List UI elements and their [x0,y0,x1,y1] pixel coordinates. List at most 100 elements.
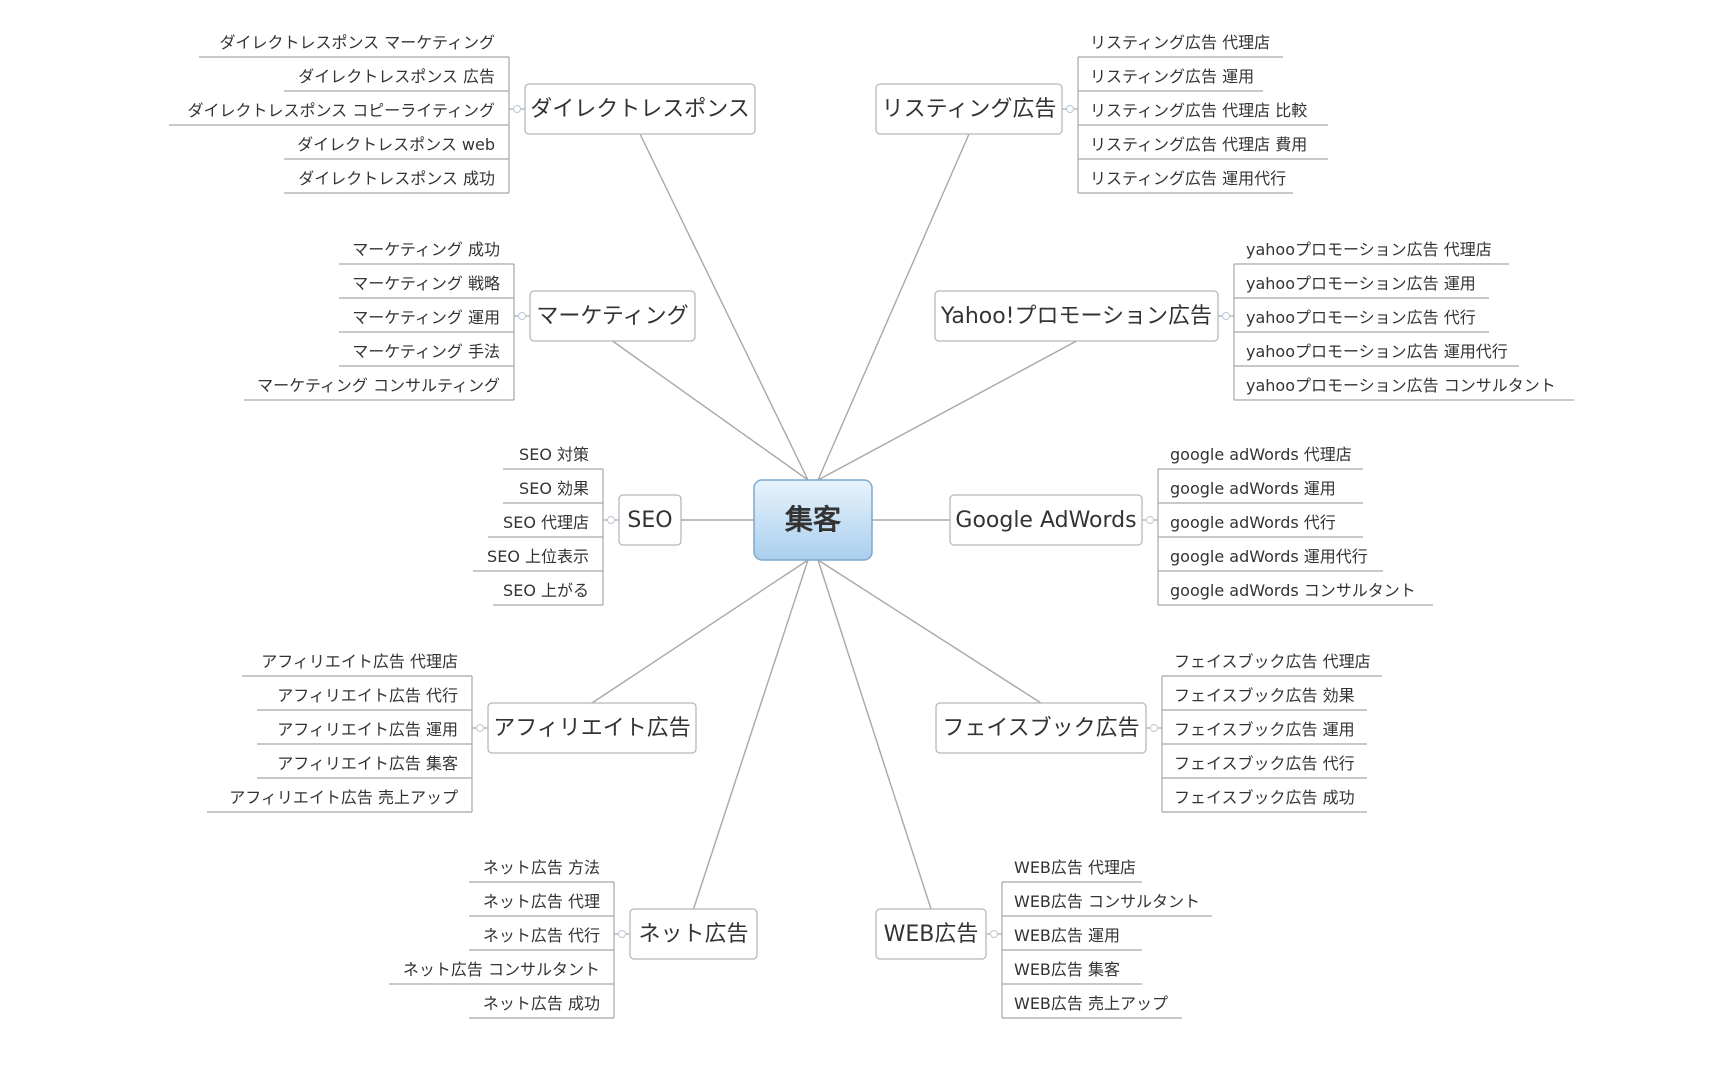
collapse-toggle-seo[interactable] [607,516,615,524]
leaf-item[interactable]: WEB広告 代理店 [1002,858,1142,883]
leaf-item[interactable]: SEO 上がる [493,581,603,606]
branch-node-facebook[interactable]: フェイスブック広告 [935,702,1147,754]
leaf-item[interactable]: ダイレクトレスポンス 成功 [284,169,509,194]
leaf-item[interactable]: yahooプロモーション広告 コンサルタント [1234,376,1574,401]
center-node-label: 集客 [784,503,842,536]
leaf-item[interactable]: フェイスブック広告 効果 [1162,686,1367,711]
leaf-label: WEB広告 代理店 [1014,858,1136,877]
leaf-item[interactable]: マーケティング 戦略 [339,274,514,299]
leaf-item[interactable]: アフィリエイト広告 運用 [257,720,472,745]
leaf-item[interactable]: ネット広告 代理 [469,892,614,917]
leaf-item[interactable]: google adWords コンサルタント [1158,581,1433,606]
collapse-toggle-net[interactable] [618,930,626,938]
leaf-label: yahooプロモーション広告 運用 [1246,274,1476,293]
branch-node-net[interactable]: ネット広告 [629,908,758,960]
leaf-item[interactable]: ダイレクトレスポンス コピーライティング [169,101,509,126]
leaf-item[interactable]: SEO 上位表示 [473,547,603,572]
leaf-item[interactable]: ダイレクトレスポンス マーケティング [199,33,509,58]
leaf-item[interactable]: ネット広告 コンサルタント [389,960,614,985]
leaf-label: ダイレクトレスポンス コピーライティング [188,101,496,120]
branch-label-affiliate: アフィリエイト広告 [493,716,691,741]
leaf-item[interactable]: yahooプロモーション広告 代行 [1234,308,1489,333]
leaf-item[interactable]: アフィリエイト広告 売上アップ [207,788,472,813]
leaf-item[interactable]: WEB広告 集客 [1002,960,1142,985]
leaf-item[interactable]: google adWords 運用代行 [1158,547,1383,572]
leaf-item[interactable]: WEB広告 コンサルタント [1002,892,1212,917]
leaf-item[interactable]: フェイスブック広告 代理店 [1162,652,1382,677]
branch-label-net: ネット広告 [638,922,748,947]
leaf-label: google adWords 代理店 [1170,445,1352,464]
leaf-item[interactable]: フェイスブック広告 成功 [1162,788,1367,813]
leaf-item[interactable]: リスティング広告 代理店 費用 [1078,135,1328,160]
collapse-toggle-affiliate[interactable] [476,724,484,732]
center-node[interactable]: 集客 [753,479,873,561]
collapse-toggle-direct[interactable] [513,105,521,113]
leaf-label: マーケティング 手法 [352,342,500,361]
collapse-toggle-facebook[interactable] [1150,724,1158,732]
leaf-label: フェイスブック広告 代行 [1174,754,1355,773]
leaf-label: SEO 代理店 [503,513,589,532]
leaf-item[interactable]: アフィリエイト広告 代行 [257,686,472,711]
leaf-item[interactable]: マーケティング 成功 [339,240,514,265]
leaf-label: yahooプロモーション広告 代理店 [1246,240,1492,259]
leaf-item[interactable]: yahooプロモーション広告 代理店 [1234,240,1509,265]
leaf-label: SEO 対策 [519,445,589,464]
leaf-item[interactable]: リスティング広告 運用代行 [1078,169,1293,194]
leaf-item[interactable]: マーケティング 運用 [339,308,514,333]
branch-node-web[interactable]: WEB広告 [875,908,987,960]
leaf-label: google adWords 運用 [1170,479,1336,498]
leaf-item[interactable]: ネット広告 方法 [469,858,614,883]
connector-net [692,559,809,910]
leaf-label: yahooプロモーション広告 代行 [1246,308,1476,327]
branch-node-yahoo[interactable]: Yahoo!プロモーション広告 [934,290,1219,342]
leaf-item[interactable]: アフィリエイト広告 代理店 [242,652,472,677]
leaf-item[interactable]: yahooプロモーション広告 運用 [1234,274,1489,299]
leaf-item[interactable]: リスティング広告 代理店 比較 [1078,101,1328,126]
branch-node-google[interactable]: Google AdWords [949,494,1143,546]
leaf-item[interactable]: アフィリエイト広告 集客 [257,754,472,779]
leaf-label: yahooプロモーション広告 コンサルタント [1246,376,1556,395]
leaf-label: ダイレクトレスポンス web [297,135,495,154]
leaf-item[interactable]: SEO 対策 [503,445,603,470]
leaf-item[interactable]: ダイレクトレスポンス web [284,135,509,160]
leaf-label: リスティング広告 代理店 費用 [1090,135,1307,154]
leaf-item[interactable]: SEO 効果 [503,479,603,504]
branch-node-marketing[interactable]: マーケティング [529,290,696,342]
leaf-item[interactable]: WEB広告 売上アップ [1002,994,1182,1019]
branch-node-direct[interactable]: ダイレクトレスポンス [524,83,756,135]
leaf-item[interactable]: フェイスブック広告 代行 [1162,754,1367,779]
branch-node-affiliate[interactable]: アフィリエイト広告 [487,702,697,754]
leaf-item[interactable]: WEB広告 運用 [1002,926,1142,951]
leaf-item[interactable]: リスティング広告 運用 [1078,67,1263,92]
leaf-item[interactable]: SEO 代理店 [488,513,603,538]
connector-web [817,559,932,910]
leaf-item[interactable]: google adWords 代理店 [1158,445,1363,470]
leaf-item[interactable]: google adWords 運用 [1158,479,1363,504]
collapse-toggle-marketing[interactable] [518,312,526,320]
collapse-toggle-yahoo[interactable] [1222,312,1230,320]
collapse-toggle-google[interactable] [1146,516,1154,524]
leaf-item[interactable]: ダイレクトレスポンス 広告 [284,67,509,92]
branch-node-seo[interactable]: SEO [618,494,682,546]
collapse-toggle-web[interactable] [990,930,998,938]
leaf-label: フェイスブック広告 運用 [1174,720,1355,739]
branch-label-google: Google AdWords [955,508,1136,533]
leaf-label: リスティング広告 運用 [1090,67,1254,86]
leaf-item[interactable]: リスティング広告 代理店 [1078,33,1283,58]
leaf-item[interactable]: マーケティング コンサルティング [244,376,514,401]
leaf-label: WEB広告 運用 [1014,926,1120,945]
branch-node-listing[interactable]: リスティング広告 [875,83,1063,135]
collapse-toggle-listing[interactable] [1066,105,1074,113]
leaf-item[interactable]: ネット広告 代行 [469,926,614,951]
leaf-label: マーケティング 成功 [352,240,500,259]
leaf-item[interactable]: google adWords 代行 [1158,513,1363,538]
leaf-item[interactable]: マーケティング 手法 [339,342,514,367]
connector-listing [817,133,970,481]
leaf-item[interactable]: フェイスブック広告 運用 [1162,720,1367,745]
leaf-label: SEO 上がる [503,581,589,600]
leaf-item[interactable]: yahooプロモーション広告 運用代行 [1234,342,1519,367]
leaf-label: SEO 上位表示 [487,547,589,566]
leaf-item[interactable]: ネット広告 成功 [469,994,614,1019]
